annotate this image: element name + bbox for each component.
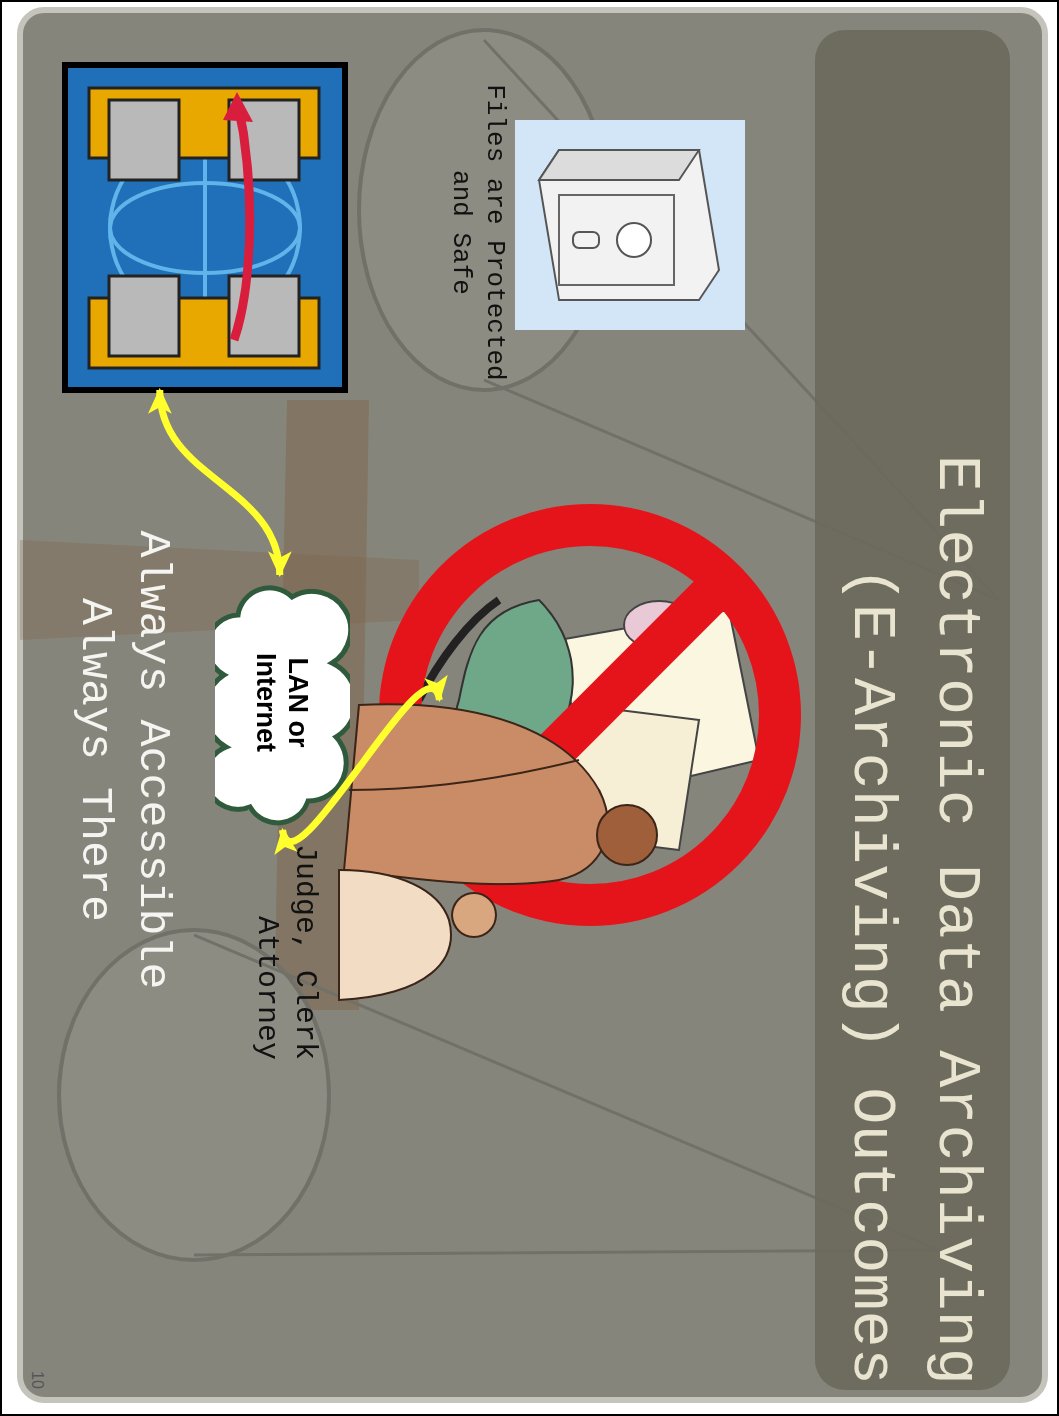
transfer-arrowhead [223, 92, 253, 122]
safe-background [515, 120, 745, 330]
judge-head [597, 805, 657, 865]
server-grid [109, 276, 179, 356]
slide-background [20, 10, 1045, 1400]
clerk-body [339, 870, 451, 1000]
node-label: Judge, Clerk Attorney [248, 825, 324, 1060]
slogan-text: Always Accessible Always There [65, 505, 181, 1015]
title-band [815, 30, 1010, 1390]
cloud-shape [215, 588, 350, 823]
cloud-outline [215, 575, 350, 830]
safe-handle [573, 232, 599, 248]
network-connector [160, 390, 280, 575]
judge-figures [339, 704, 657, 1000]
network-cloud: LAN or Internet [215, 575, 350, 830]
node-label: LAN or Internet [251, 633, 315, 773]
globe [203, 133, 207, 323]
safe-door [559, 195, 674, 285]
node-label: Files are Protected and Safe [444, 80, 512, 385]
clerk-head [452, 893, 496, 937]
safe-dial [617, 223, 651, 257]
network-connector [283, 688, 440, 841]
safe-icon [515, 120, 745, 330]
server-grid [109, 100, 179, 180]
node-group: Judge, Clerk Attorney [354, 700, 659, 1000]
slide-title: Electronic Data Archiving (E-Archiving) … [829, 370, 999, 1385]
node-group: Files are Protected and Safe [59, 65, 759, 390]
transfer-arrow [234, 110, 250, 340]
safe-side [539, 150, 699, 180]
safe-body [539, 150, 719, 300]
page-number: 10 [27, 1362, 47, 1398]
server-background [65, 65, 345, 390]
server-icon [65, 65, 345, 390]
judge-robe-line [349, 760, 579, 790]
